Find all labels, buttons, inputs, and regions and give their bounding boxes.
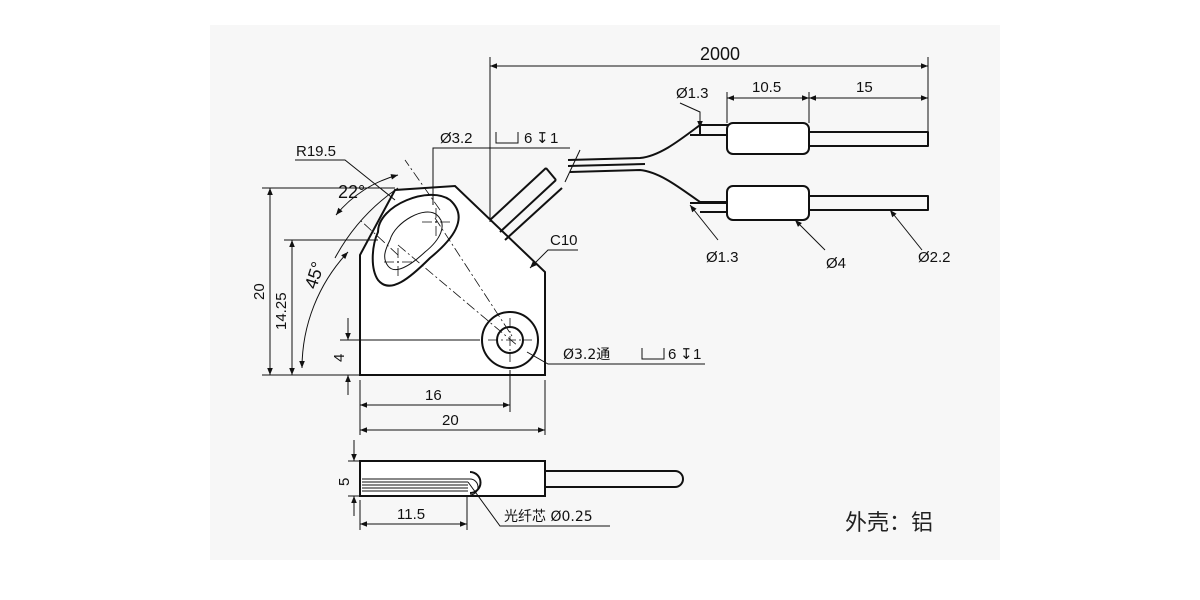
vertical-dimensions: 20 14.25 4 bbox=[251, 187, 480, 395]
top-depth-label: 1 bbox=[550, 130, 558, 147]
sleeve-upper bbox=[726, 122, 810, 155]
tail-length-label: 15 bbox=[856, 79, 873, 96]
thickness-label: 5 bbox=[336, 478, 353, 486]
sleeve-length-label: 10.5 bbox=[752, 79, 781, 96]
bottom-counterbore-label: 6 bbox=[668, 346, 676, 363]
fiber-core-label: 光纤芯 Ø0.25 bbox=[504, 509, 593, 525]
top-depth-symbol: ↧ bbox=[536, 130, 549, 147]
cable-length-label: 2000 bbox=[700, 44, 740, 64]
sleeve-dia-label: Ø4 bbox=[826, 255, 846, 272]
hole-offset-y-label: 4 bbox=[331, 354, 348, 362]
top-counterbore-label: 6 bbox=[524, 130, 532, 147]
angle-22-label: 22° bbox=[338, 182, 365, 202]
radius-callout: R19.5 bbox=[295, 143, 396, 201]
bottom-depth-symbol: ↧ bbox=[680, 346, 693, 363]
chamfer-label: C10 bbox=[550, 232, 578, 249]
sensor-head-front-view bbox=[299, 159, 563, 376]
height-total-label: 20 bbox=[251, 283, 268, 300]
drawing-sheet bbox=[210, 25, 1000, 560]
fiber-dia-upper-label: Ø1.3 bbox=[676, 85, 709, 102]
chamfer-callout: C10 bbox=[529, 232, 578, 269]
bottom-hole-callout: Ø3.2通 6 ↧ 1 bbox=[526, 346, 705, 365]
hole-offset-x-label: 16 bbox=[425, 387, 442, 404]
top-hole-dia-label: Ø3.2 bbox=[440, 130, 473, 147]
top-hole-callout: Ø3.2 6 ↧ 1 bbox=[432, 130, 570, 205]
side-dimensions: 5 11.5 光纤芯 Ø0.25 bbox=[336, 440, 610, 530]
sensor-side-view bbox=[359, 460, 684, 497]
slot-through bbox=[384, 211, 443, 271]
material-note: 外壳：铝 bbox=[845, 511, 933, 536]
radius-label: R19.5 bbox=[296, 143, 336, 160]
fiber-dia-lower-label: Ø1.3 bbox=[706, 249, 739, 266]
bottom-depth-label: 1 bbox=[693, 346, 701, 363]
height-hole-label: 14.25 bbox=[273, 292, 290, 330]
fiber-depth-label: 11.5 bbox=[397, 506, 425, 523]
horizontal-dimensions: 16 20 bbox=[359, 370, 546, 435]
cable-dia-label: Ø2.2 bbox=[918, 249, 951, 266]
bottom-hole-dia-label: Ø3.2通 bbox=[563, 347, 610, 363]
fiber-exit bbox=[489, 167, 563, 241]
sensor-body-outline bbox=[359, 184, 546, 376]
cable-dimensions: 2000 10.5 15 Ø1.3 Ø1.3 Ø4 Ø2.2 bbox=[489, 44, 951, 272]
lower-hole-counterbore bbox=[481, 311, 539, 369]
sleeve-lower bbox=[726, 185, 810, 221]
width-total-label: 20 bbox=[442, 412, 459, 429]
slot-counterbore bbox=[371, 193, 460, 287]
